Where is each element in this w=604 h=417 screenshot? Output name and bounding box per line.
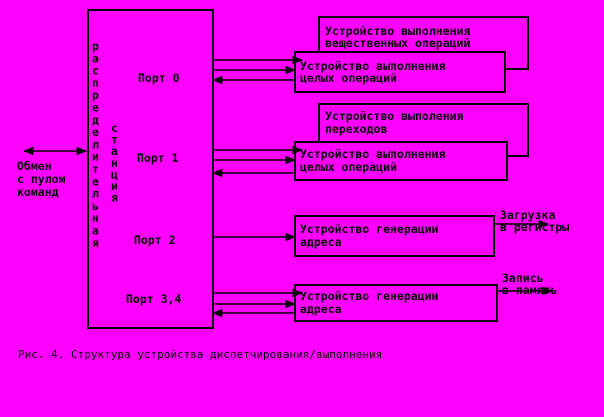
int-ops-unit-1-box [294, 141, 508, 181]
addr-gen-unit-2-line-2: адреса [300, 235, 342, 249]
port-0-label: Порт 0 [138, 71, 180, 85]
load-output-line-2: в регистры [500, 220, 569, 234]
store-output-line-2: в память [502, 283, 557, 297]
real-ops-unit-line-2: вещественных операций [325, 36, 470, 50]
load-output-line-1: Загрузка [500, 208, 555, 222]
int-ops-unit-0-line-2: целых операций [300, 71, 397, 85]
port-1-label: Порт 1 [137, 151, 179, 165]
jumps-unit-line-2: переходов [325, 122, 387, 136]
int-ops-unit-1-line-2: целых операций [300, 160, 397, 174]
addr-gen-unit-34-line-1: Устройство генерации [300, 289, 439, 303]
exchange-label-line-3: команд [17, 185, 59, 199]
port-2-label: Порт 2 [134, 233, 176, 247]
int-ops-unit-1-line-1: Устройство выполнения [300, 147, 445, 161]
real-ops-unit-line-1: Устройство выполнения [325, 24, 470, 38]
port-3-4-label: Порт 3,4 [126, 292, 181, 306]
store-output-line-1: Запись [502, 271, 544, 285]
addr-gen-unit-2-line-1: Устройство генерации [300, 222, 439, 236]
exchange-label-line-1: Обмен [17, 159, 52, 173]
dispatcher-box [87, 9, 214, 329]
exchange-label-line-2: с пулом [17, 172, 66, 186]
figure-caption: Рис. 4. Структура устройства диспетчиров… [18, 348, 382, 361]
int-ops-unit-0-line-1: Устройство выполнения [300, 59, 445, 73]
addr-gen-unit-34-line-2: адреса [300, 302, 342, 316]
jumps-unit-line-1: Устройство выполения [325, 109, 464, 123]
